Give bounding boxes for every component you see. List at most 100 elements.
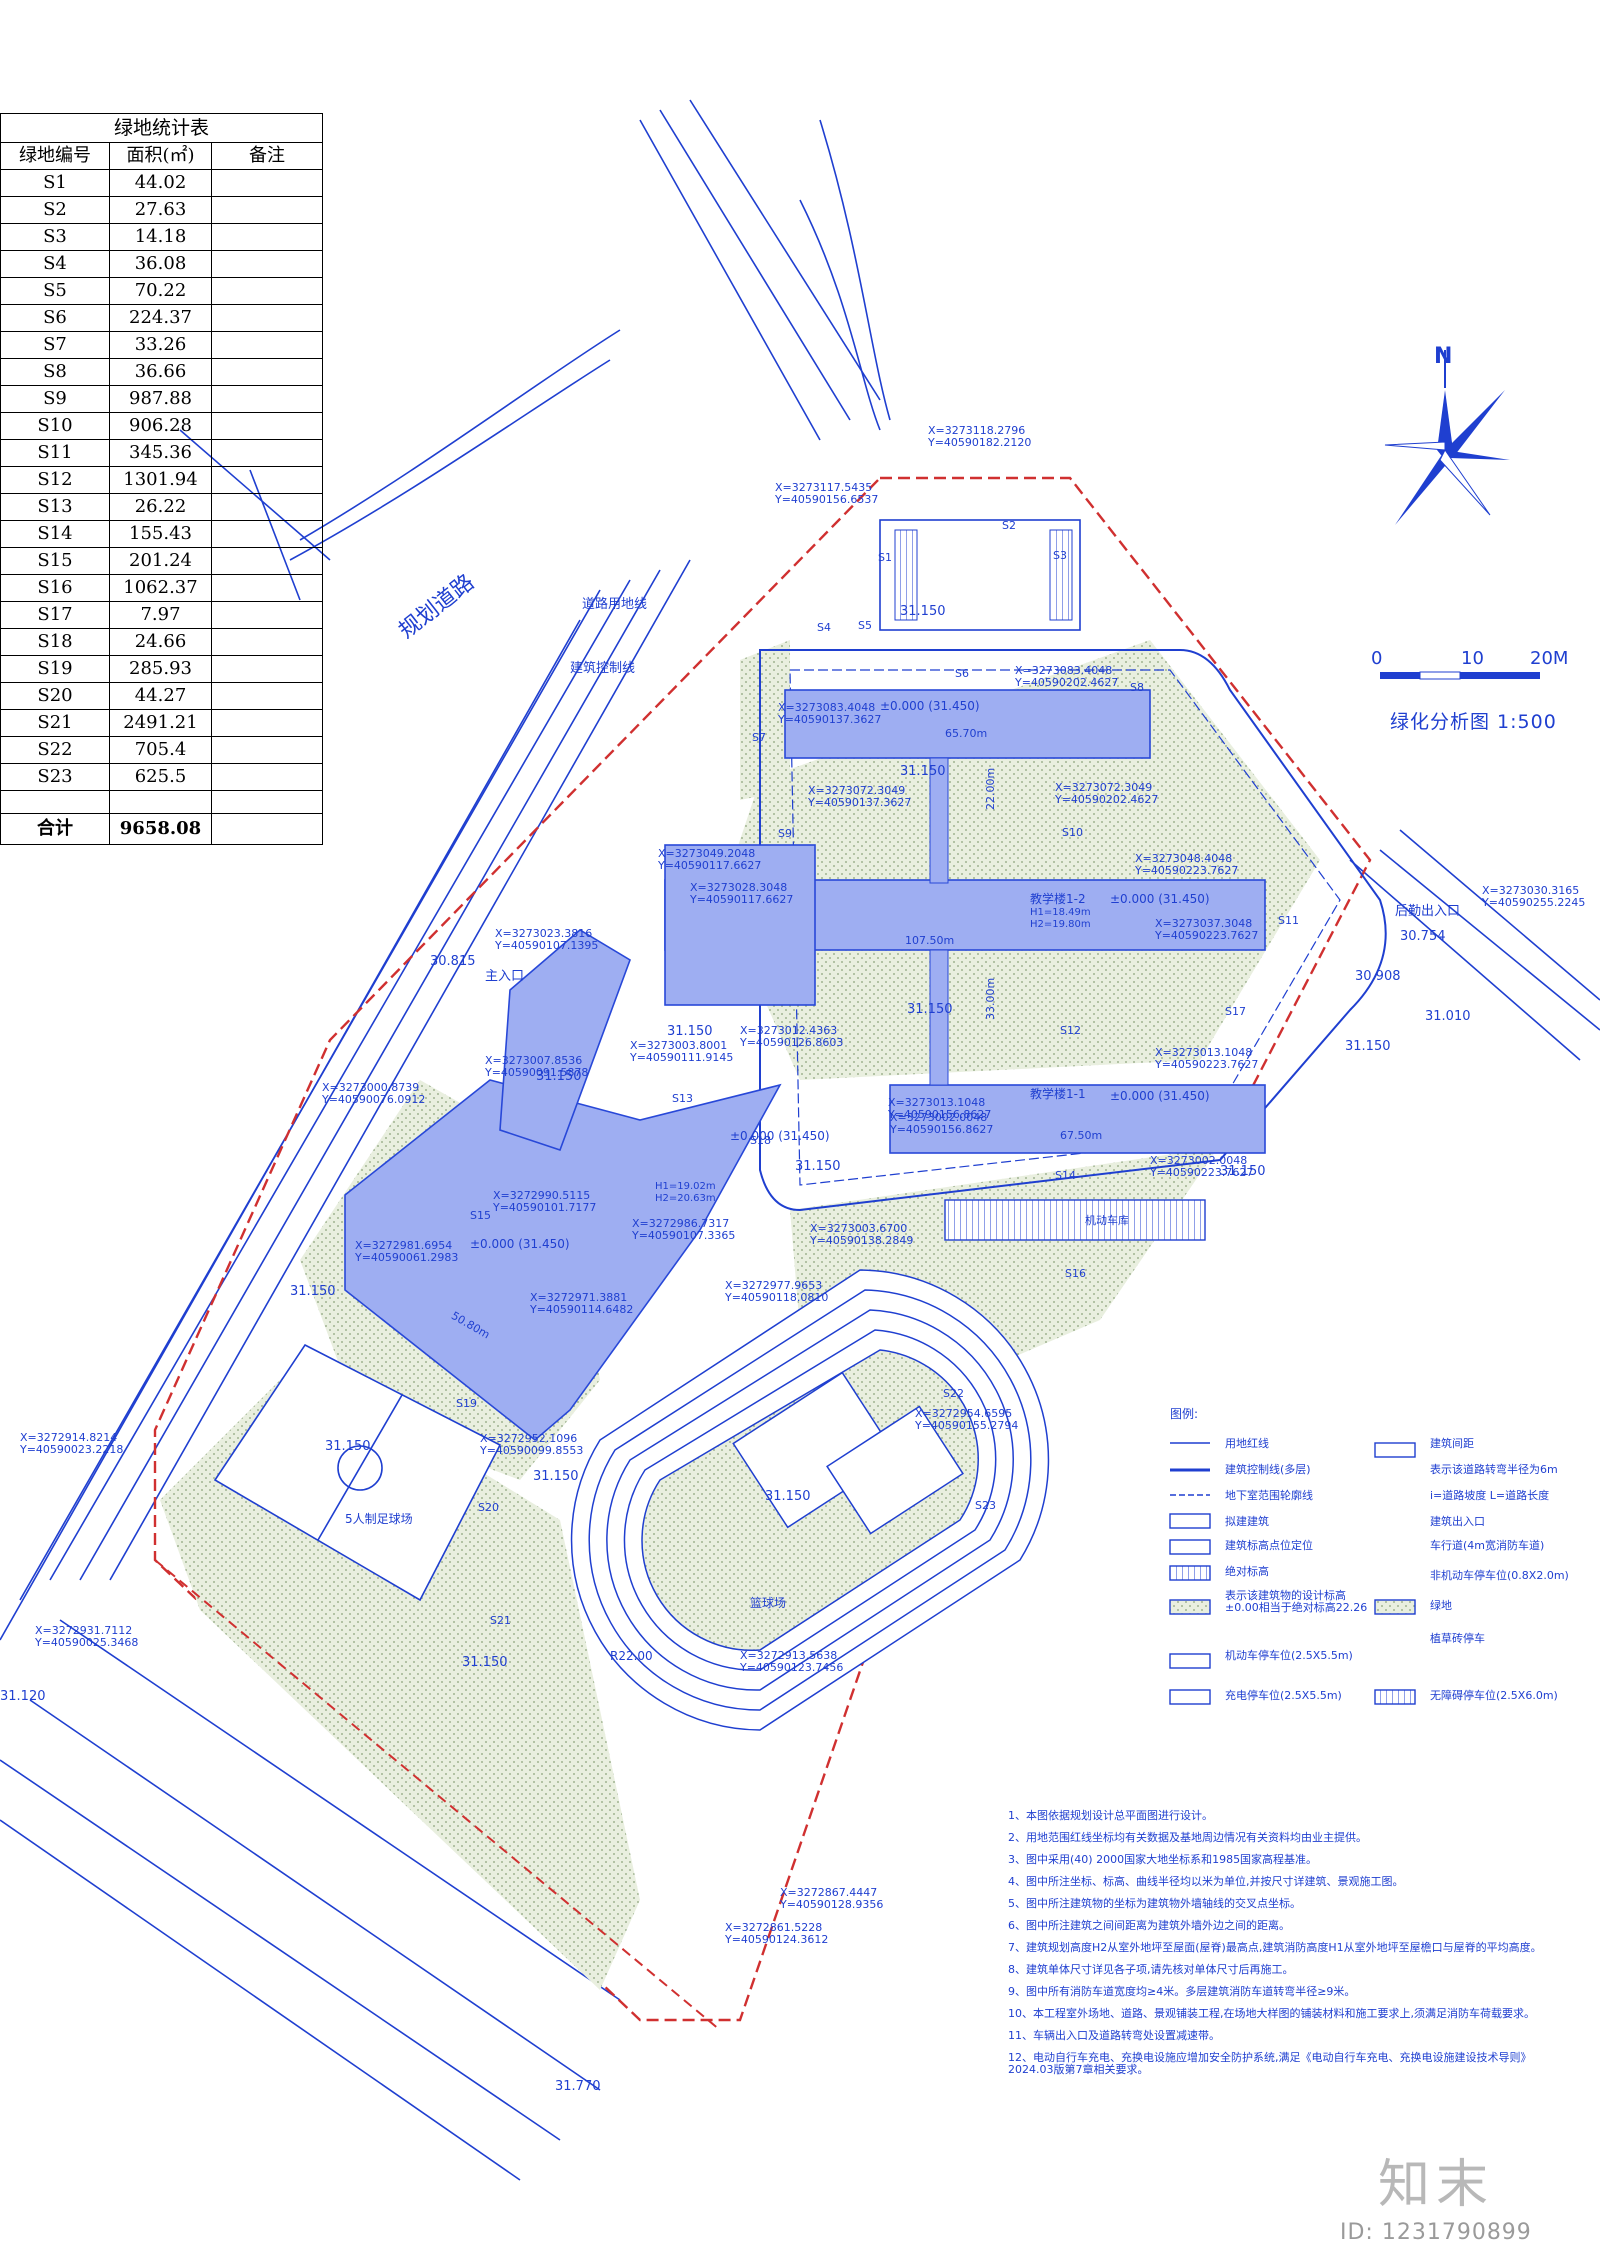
coordinate-label: X=3272931.7112 Y=40590025.3468	[35, 1624, 139, 1649]
note-line: 2、用地范围红线坐标均有关数据及基地周边情况有关资料均由业主提供。	[1008, 1831, 1367, 1844]
green-id-cell: S13	[0, 493, 110, 521]
coordinate-label: X=3273002.0048 Y=40590156.8627	[890, 1111, 994, 1136]
green-id-cell: S20	[0, 682, 110, 710]
legend-item-label: i=道路坡度 L=道路长度	[1430, 1489, 1550, 1502]
building-height-h1: H1=18.49m	[1030, 907, 1091, 918]
note-cell	[211, 304, 323, 332]
green-id-cell: S21	[0, 709, 110, 737]
dimension-22: 22.00m	[984, 767, 997, 810]
table-title: 绿地统计表	[0, 113, 323, 143]
green-area-cell: 2491.21	[109, 709, 212, 737]
legend-item-label: 建筑间距	[1430, 1437, 1474, 1450]
legend-item-label: 表示该建筑物的设计标高 ±0.00相当于绝对标高22.26	[1225, 1589, 1368, 1614]
coordinate-label: X=3273048.4048 Y=40590223.7627	[1135, 852, 1239, 877]
note-cell	[211, 331, 323, 359]
coordinate-label: X=3272977.9653 Y=40590118.0810	[725, 1279, 829, 1304]
coordinate-label: X=3272954.6595 Y=40590155.2794	[915, 1407, 1019, 1432]
track-radius-label: R22.00	[610, 1649, 653, 1663]
site-red-line	[153, 476, 1372, 2022]
legend-item-label: 植草砖停车	[1430, 1632, 1485, 1645]
scale-bar	[1380, 671, 1540, 680]
coordinate-label: X=3272981.6954 Y=40590061.2983	[355, 1239, 459, 1264]
coordinate-label: X=3273003.6700 Y=40590138.2849	[810, 1222, 914, 1247]
green-id-cell: S15	[0, 547, 110, 575]
note-cell	[211, 196, 323, 224]
green-id-cell: S19	[0, 655, 110, 683]
coordinate-label: X=3273118.2796 Y=40590182.2120	[928, 424, 1032, 449]
elevation-label: 31.150	[1220, 1164, 1266, 1179]
drawing-title: 绿化分析图 1:500	[1390, 711, 1557, 733]
green-id-cell: S5	[0, 277, 110, 305]
north-arrow-icon	[1384, 350, 1510, 525]
note-cell	[211, 223, 323, 251]
note-line: 6、图中所注建筑之间间距离为建筑外墙外边之间的距离。	[1008, 1919, 1290, 1932]
note-cell	[211, 439, 323, 467]
elevation-label: 30.815	[430, 954, 476, 969]
note-cell	[211, 709, 323, 737]
coordinate-label: X=3273003.8001 Y=40590111.9145	[630, 1039, 734, 1064]
green-id-label: S10	[1062, 826, 1083, 839]
brand-id: ID: 1231790899	[1340, 2220, 1532, 2245]
green-id-label: S23	[975, 1499, 996, 1512]
green-area-cell: 36.66	[109, 358, 212, 386]
small-building	[499, 929, 631, 1152]
green-area-cell: 44.27	[109, 682, 212, 710]
green-id-label: S19	[456, 1397, 477, 1410]
green-id-cell: S18	[0, 628, 110, 656]
building-label-teaching-1: 教学楼1-1	[1030, 1087, 1086, 1101]
football-field-label: 5人制足球场	[345, 1512, 413, 1526]
legend-item-label: 无障碍停车位(2.5X6.0m)	[1430, 1689, 1558, 1702]
green-area-cell: 27.63	[109, 196, 212, 224]
note-line: 12、电动自行车充电、充换电设施应增加安全防护系统,满足《电动自行车充电、充换电…	[1008, 2051, 1532, 2076]
green-id-cell: S7	[0, 331, 110, 359]
legend-item-label: 表示该道路转弯半径为6m	[1430, 1463, 1558, 1476]
total-value: 9658.08	[109, 813, 212, 845]
internal-road-inner	[789, 669, 1341, 1186]
note-cell	[211, 358, 323, 386]
green-area-cell: 14.18	[109, 223, 212, 251]
green-id-label: S11	[1278, 914, 1299, 927]
green-area-cell: 33.26	[109, 331, 212, 359]
table-header-note: 备注	[211, 142, 323, 170]
coordinate-label: X=3272914.8214 Y=40590023.2218	[20, 1431, 124, 1456]
green-id-label: S1	[878, 551, 892, 564]
green-id-label: S2	[1002, 519, 1016, 532]
total-label: 合计	[0, 813, 110, 845]
green-id-cell: S1	[0, 169, 110, 197]
elevation-label: 31.150	[765, 1489, 811, 1504]
comp-height-h2: H2=20.63m	[655, 1193, 716, 1204]
green-id-label: S15	[470, 1209, 491, 1222]
green-area-cell: 345.36	[109, 439, 212, 467]
football-field	[213, 1343, 502, 1602]
note-cell	[211, 628, 323, 656]
teaching-building-connector	[664, 844, 816, 1006]
green-id-cell: S17	[0, 601, 110, 629]
green-id-cell: S8	[0, 358, 110, 386]
note-line: 5、图中所注建筑物的坐标为建筑物外墙轴线的交叉点坐标。	[1008, 1897, 1301, 1910]
note-line: 11、车辆出入口及道路转弯处设置减速带。	[1008, 2029, 1220, 2042]
green-area-cell: 906.28	[109, 412, 212, 440]
green-area-cell: 36.08	[109, 250, 212, 278]
road-label-land-line: 道路用地线	[582, 597, 648, 612]
green-area-cell: 155.43	[109, 520, 212, 548]
legend-item-label: 建筑出入口	[1430, 1515, 1485, 1528]
green-id-cell: S4	[0, 250, 110, 278]
legend-item-label: 机动车停车位(2.5X5.5m)	[1225, 1649, 1353, 1662]
green-id-cell: S16	[0, 574, 110, 602]
coordinate-label: X=3273007.8536 Y=40590091.5878	[485, 1054, 589, 1079]
north-label: N	[1434, 344, 1453, 369]
green-area-cell: 285.93	[109, 655, 212, 683]
internal-road	[759, 649, 1387, 1212]
elevation-label: 31.150	[536, 1069, 582, 1084]
